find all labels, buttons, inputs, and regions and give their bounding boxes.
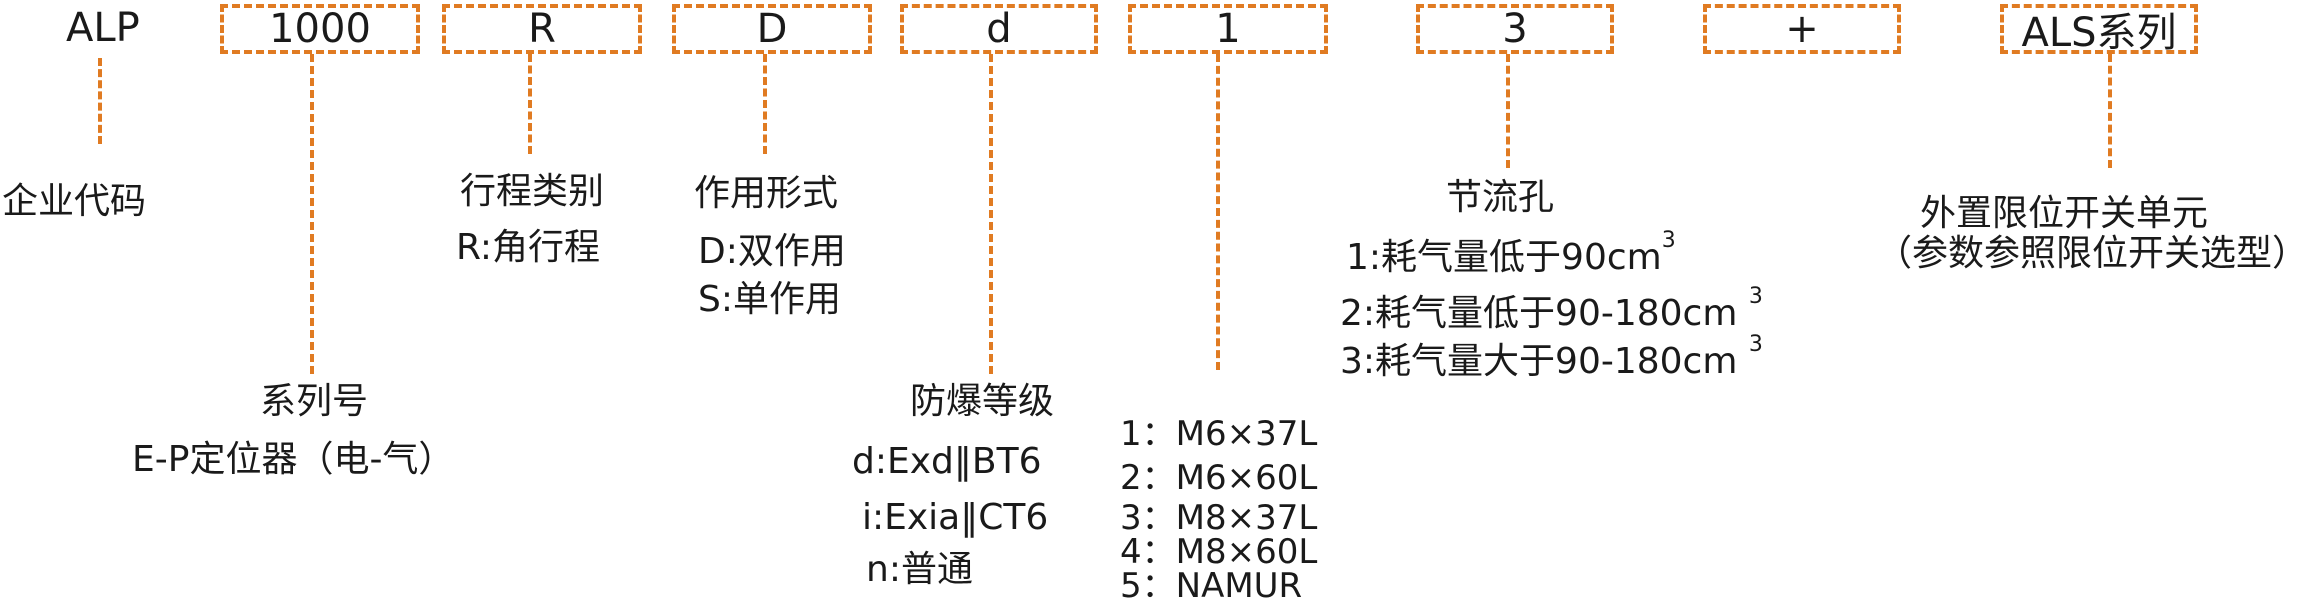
orifice-option-3: 3:耗气量大于90-180cm 3 bbox=[1340, 332, 1763, 383]
orifice-option-1: 1:耗气量低于90cm3 bbox=[1346, 228, 1676, 279]
stroke-box: R bbox=[442, 4, 642, 54]
interface-option-2: 2：M6×60L bbox=[1120, 458, 1318, 498]
interface-option-5: 5：NAMUR bbox=[1120, 566, 1303, 606]
action-option-1: D:双作用 bbox=[698, 231, 846, 272]
action-title: 作用形式 bbox=[694, 173, 839, 214]
stroke-leader bbox=[528, 54, 532, 154]
explosion-title: 防爆等级 bbox=[910, 381, 1055, 422]
series-box: 1000 bbox=[220, 4, 420, 54]
interface-option-3: 3：M8×37L bbox=[1120, 498, 1318, 538]
company-label: 企业代码 bbox=[2, 181, 147, 222]
switch-box: ALS系列 bbox=[2000, 4, 2198, 56]
explosion-option-3: n:普通 bbox=[866, 549, 973, 590]
series-title: 系列号 bbox=[260, 381, 369, 422]
action-leader bbox=[763, 54, 767, 154]
interface-leader bbox=[1216, 54, 1220, 370]
orifice-box: 3 bbox=[1416, 4, 1614, 54]
company-code: ALP bbox=[66, 5, 140, 51]
action-box: D bbox=[672, 4, 872, 54]
switch-note: （参数参照限位开关选型） bbox=[1876, 233, 2309, 274]
explosion-option-1: d:Exd‖BT6 bbox=[852, 441, 1042, 482]
orifice-option-2: 2:耗气量低于90-180cm 3 bbox=[1340, 284, 1763, 335]
series-leader bbox=[310, 54, 314, 374]
stroke-option: R:角行程 bbox=[456, 227, 601, 268]
plus-box: + bbox=[1703, 4, 1901, 54]
switch-leader bbox=[2108, 54, 2112, 168]
explosion-box: d bbox=[900, 4, 1098, 54]
interface-option-1: 1：M6×37L bbox=[1120, 414, 1318, 454]
orifice-leader bbox=[1506, 54, 1510, 168]
company-leader bbox=[98, 58, 102, 144]
interface-box: 1 bbox=[1128, 4, 1328, 54]
explosion-leader bbox=[989, 54, 993, 374]
series-desc: E-P定位器（电-气） bbox=[132, 439, 455, 480]
orifice-title: 节流孔 bbox=[1446, 177, 1555, 218]
explosion-option-2: i:Exia‖CT6 bbox=[862, 497, 1049, 538]
stroke-title: 行程类别 bbox=[460, 171, 605, 212]
orifice-superscript: 3 bbox=[1661, 228, 1676, 253]
interface-option-4: 4：M8×60L bbox=[1120, 532, 1318, 572]
action-option-2: S:单作用 bbox=[698, 279, 841, 320]
switch-title: 外置限位开关单元 bbox=[1920, 193, 2209, 234]
